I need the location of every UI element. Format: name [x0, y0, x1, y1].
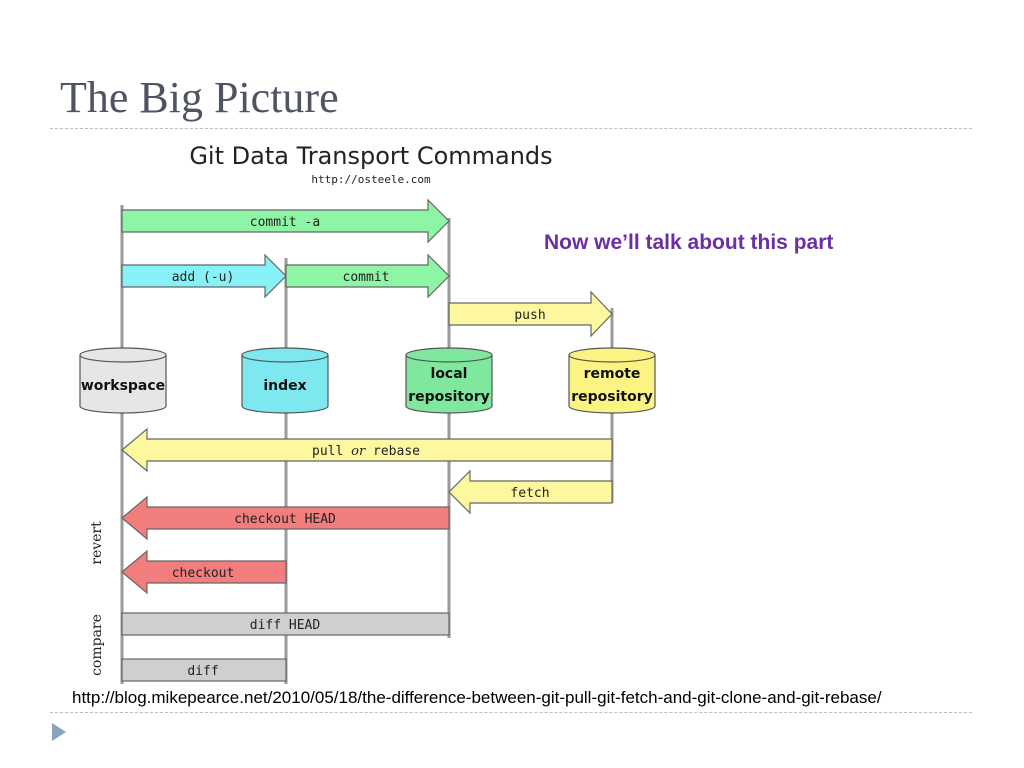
diagram-subtitle: http://osteele.com	[311, 173, 431, 186]
add-label: add (-u)	[172, 270, 235, 285]
title-divider	[50, 128, 972, 129]
commit-arrow	[285, 253, 450, 299]
store-workspace-label: workspace	[81, 378, 165, 394]
store-remote-label-1: remote	[584, 366, 641, 382]
checkout-label: checkout	[172, 566, 235, 581]
store-local-repository: local repository	[405, 347, 493, 414]
slide-title: The Big Picture	[60, 73, 339, 122]
pull-rebase-arrow	[121, 427, 613, 473]
diff-head-bar	[121, 612, 450, 636]
push-label: push	[514, 308, 545, 323]
store-index: index	[241, 347, 329, 414]
footer-divider	[50, 712, 972, 713]
diff-head-label: diff HEAD	[250, 618, 321, 633]
store-local-label-1: local	[431, 366, 468, 382]
checkout-head-arrow	[121, 495, 450, 541]
add-arrow	[121, 253, 287, 299]
checkout-arrow	[121, 549, 287, 595]
store-index-label: index	[263, 378, 306, 394]
fetch-label: fetch	[510, 486, 549, 501]
annotation-text: Now we’ll talk about this part	[544, 231, 834, 254]
compare-group-label: compare	[89, 614, 105, 676]
triangle-bullet-icon	[52, 723, 66, 741]
fetch-arrow	[448, 469, 613, 515]
push-arrow	[448, 290, 613, 338]
pull-rebase-label: pull or rebase	[312, 444, 420, 459]
store-local-label-2: repository	[408, 389, 490, 405]
revert-group-label: revert	[89, 521, 105, 565]
commit-label: commit	[343, 270, 390, 285]
diagram-title: Git Data Transport Commands	[189, 142, 552, 170]
store-remote-repository: remote repository	[568, 347, 656, 414]
commit-a-label: commit -a	[250, 215, 320, 230]
source-link[interactable]: http://blog.mikepearce.net/2010/05/18/th…	[72, 688, 882, 707]
checkout-head-label: checkout HEAD	[234, 512, 336, 527]
diff-bar	[121, 658, 287, 682]
commit-a-arrow	[121, 198, 450, 244]
store-workspace: workspace	[79, 347, 167, 414]
diff-label: diff	[187, 664, 218, 679]
store-remote-label-2: repository	[571, 389, 653, 405]
